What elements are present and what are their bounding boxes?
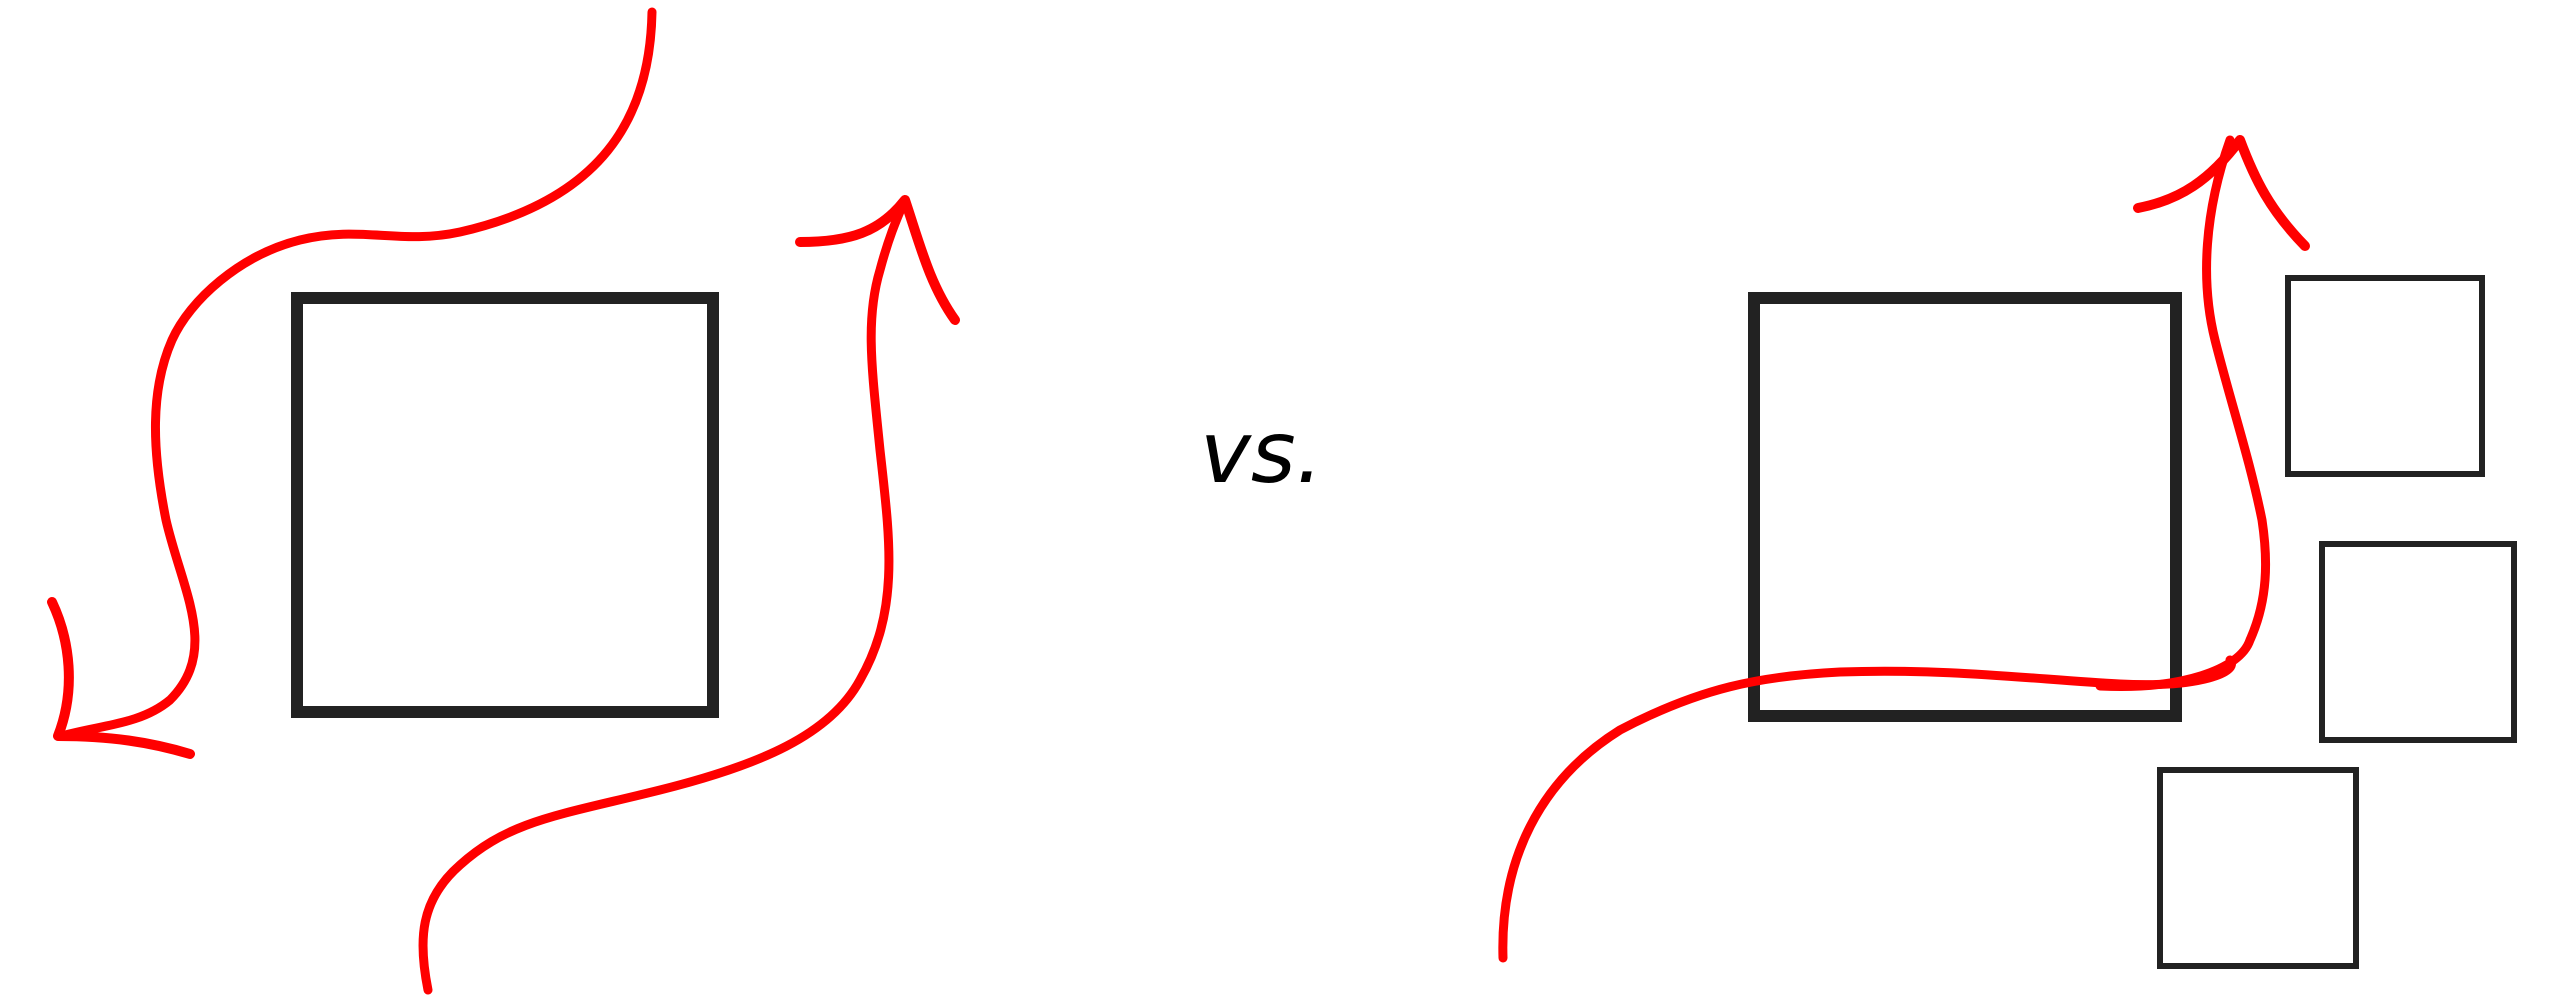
central-box-right — [1748, 292, 2182, 722]
arrow-around-right-head — [795, 195, 960, 325]
arrow-around-left-head — [47, 597, 195, 759]
left-panel — [47, 7, 960, 995]
central-box-left — [291, 292, 719, 718]
arrow-around-left — [57, 7, 657, 741]
vs-label: vs. — [1200, 403, 1323, 503]
arrow-through-box-head — [2133, 135, 2310, 251]
small-box-middle — [2319, 541, 2517, 743]
small-box-bottom — [2157, 767, 2359, 969]
arrow-around-right — [418, 195, 910, 995]
arrow-through-box-rise — [2095, 135, 2271, 691]
arrow-through-box-main — [1498, 655, 2236, 963]
small-box-top — [2285, 275, 2485, 477]
right-panel — [1498, 135, 2517, 969]
